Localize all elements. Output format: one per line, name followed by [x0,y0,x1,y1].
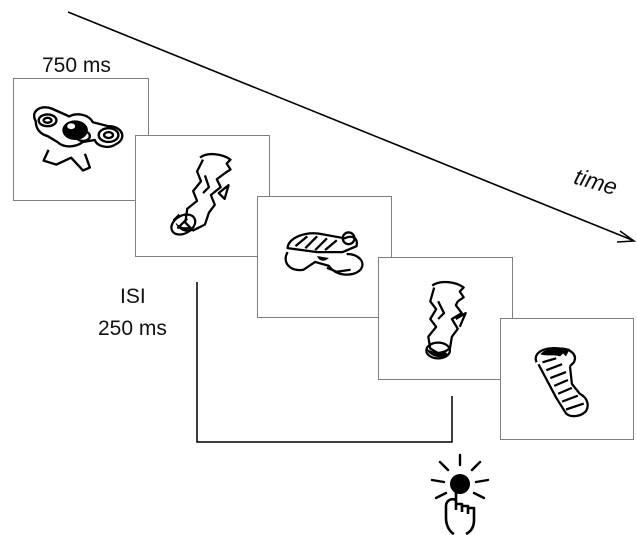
isi-duration-label: 250 ms [98,317,167,340]
frame-1 [13,78,149,201]
isi-title-label: ISI [120,285,146,308]
frame-2 [135,135,270,257]
torn-sock-drawing-repeat [425,280,467,360]
torn-sock-drawing [170,152,232,236]
slipper-with-clip-drawing [284,231,364,276]
fidget-spinner-drawing [33,106,124,172]
frame-5 [500,318,634,440]
striped-sock-drawing [534,347,589,418]
frame-4 [378,257,513,380]
stimulus-duration-label: 750 ms [42,54,111,77]
frame-3 [257,196,392,318]
